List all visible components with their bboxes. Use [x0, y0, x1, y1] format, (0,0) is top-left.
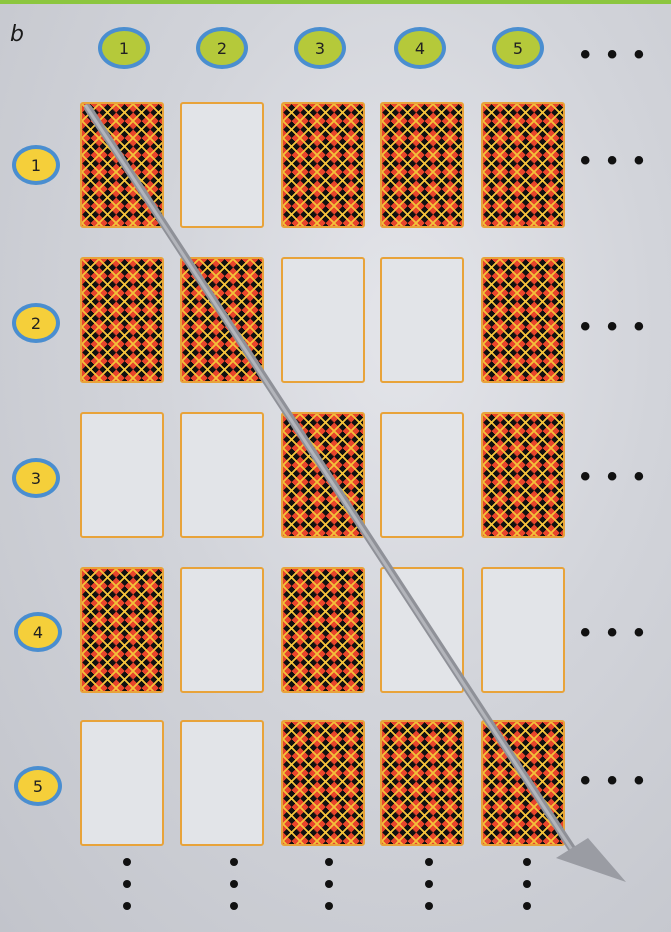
diagonal-arrow-icon [0, 0, 671, 932]
diagonal-argument-figure: b 1 2 3 4 5 • • • 1 2 3 4 5 • • • • • • … [0, 0, 671, 932]
